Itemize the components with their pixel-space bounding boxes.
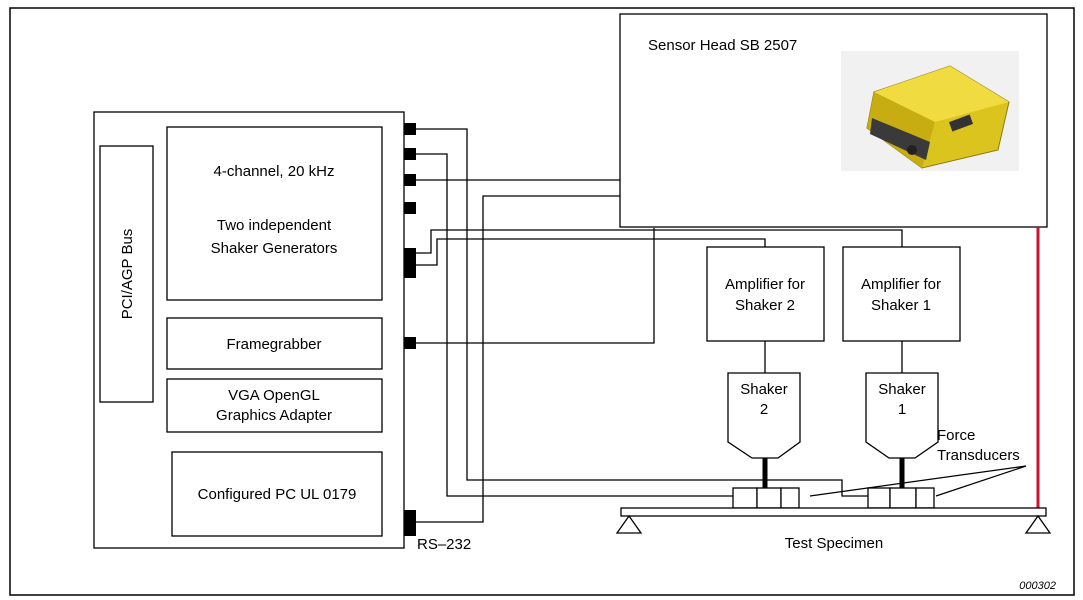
framegrabber-label: Framegrabber — [226, 336, 321, 353]
wire-amplifier-1 — [416, 229, 903, 254]
configured-pc-label: Configured PC UL 0179 — [198, 486, 357, 503]
shaker-1: Shaker 1 — [865, 372, 939, 488]
amplifier-shaker-2 — [706, 246, 825, 342]
connector-1 — [404, 123, 416, 135]
connector-generator — [404, 248, 416, 278]
wire-framegrabber — [416, 228, 655, 344]
shaker2-label-line2: 2 — [760, 401, 768, 418]
wire-transducer-1 — [416, 128, 868, 497]
test-specimen-beam — [620, 507, 1047, 517]
shaker-generator-card — [166, 126, 383, 301]
support-right — [1024, 514, 1052, 534]
rs232-label: RS–232 — [417, 536, 471, 553]
wire-amplifier-2 — [416, 238, 766, 266]
connector-framegrabber — [404, 337, 416, 349]
framegrabber-card — [166, 317, 383, 370]
amplifier1-label-line1: Amplifier for — [861, 276, 941, 293]
vga-label-line1: VGA OpenGL — [228, 387, 320, 404]
bus-label: PCI/AGP Bus — [119, 229, 136, 320]
force-leader-2 — [935, 465, 1027, 497]
configured-pc-box — [171, 451, 383, 537]
vga-label-line2: Graphics Adapter — [216, 407, 332, 424]
sensor-head-label: Sensor Head SB 2507 — [648, 37, 797, 54]
force-transducers — [732, 487, 935, 509]
pci-agp-bus — [99, 145, 154, 403]
connector-3 — [404, 174, 416, 186]
connector-rs232 — [404, 510, 416, 536]
support-left — [615, 514, 643, 534]
amplifier1-label-line2: Shaker 1 — [871, 297, 931, 314]
shaker1-label-line2: 1 — [898, 401, 906, 418]
force-leader-1 — [809, 465, 1027, 497]
generator-title-line1: Two independent — [217, 217, 332, 234]
generator-title-line2: Shaker Generators — [211, 240, 338, 257]
amplifier-shaker-1 — [842, 246, 961, 342]
pc-connectors — [404, 123, 416, 536]
figure-frame — [9, 7, 1075, 596]
figure-id: 000302 — [1019, 580, 1056, 592]
vga-adapter-card — [166, 378, 383, 433]
shaker1-label-line1: Shaker — [878, 381, 926, 398]
shaker2-label-line1: Shaker — [740, 381, 788, 398]
sensor-head-photo — [841, 51, 1019, 171]
connector-2 — [404, 148, 416, 160]
wire-rs232 — [416, 195, 620, 523]
force-transducers-label-line2: Transducers — [937, 447, 1020, 464]
connector-4 — [404, 202, 416, 214]
force-transducers-label-line1: Force — [937, 427, 975, 444]
generator-channels-label: 4-channel, 20 kHz — [214, 163, 335, 180]
test-specimen-label: Test Specimen — [785, 535, 883, 552]
amplifier2-label-line1: Amplifier for — [725, 276, 805, 293]
wire-transducer-2 — [416, 153, 733, 497]
amplifier2-label-line2: Shaker 2 — [735, 297, 795, 314]
shaker-2: Shaker 2 — [727, 372, 801, 488]
